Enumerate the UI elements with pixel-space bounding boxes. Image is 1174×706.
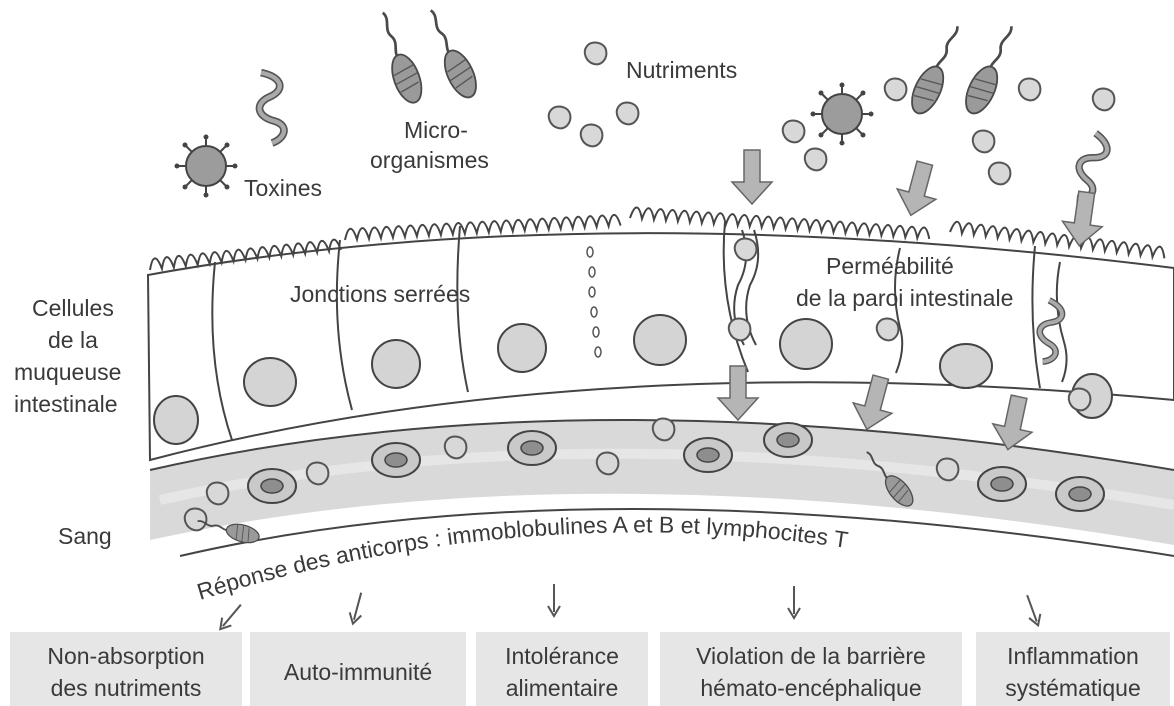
label-sang: Sang [58, 523, 112, 549]
outcome-line2: systématique [1005, 675, 1141, 701]
label-reponse-anticorps: Réponse des anticorps : immoblobulines A… [194, 511, 850, 604]
label-jonctions: Jonctions serrées [290, 281, 470, 307]
outcome-line1: Violation de la barrière [696, 643, 926, 669]
outcome-auto-immunite: Auto-immunité [250, 632, 466, 706]
label-cellules-1: Cellules [32, 295, 114, 321]
outcome-line2: des nutriments [51, 675, 202, 701]
outcome-arrows [216, 584, 1044, 633]
outcome-line1: Intolérance [505, 643, 619, 669]
label-micro-2: organismes [370, 147, 489, 173]
label-permeabilite-2: de la paroi intestinale [796, 285, 1013, 311]
outcome-inflammation: Inflammation systématique [976, 632, 1170, 706]
outcome-line1: Non-absorption [47, 643, 204, 669]
outcome-line2: hémato-encéphalique [700, 675, 921, 701]
label-micro-1: Micro- [404, 117, 468, 143]
outcome-intolerance: Intolérance alimentaire [476, 632, 648, 706]
label-toxines: Toxines [244, 175, 322, 201]
label-cellules-3: muqueuse [14, 359, 121, 385]
label-nutriments: Nutriments [626, 57, 737, 83]
label-cellules-2: de la [48, 327, 98, 353]
outcome-line2: alimentaire [506, 675, 619, 701]
outcome-line1: Auto-immunité [284, 659, 432, 685]
outcome-non-absorption: Non-absorption des nutriments [10, 632, 242, 706]
outcome-boxes: Non-absorption des nutriments Auto-immun… [10, 632, 1170, 706]
label-permeabilite-1: Perméabilité [826, 253, 954, 279]
outcome-line1: Inflammation [1007, 643, 1139, 669]
outcome-violation-barriere: Violation de la barrière hémato-encéphal… [660, 632, 962, 706]
label-cellules-4: intestinale [14, 391, 118, 417]
